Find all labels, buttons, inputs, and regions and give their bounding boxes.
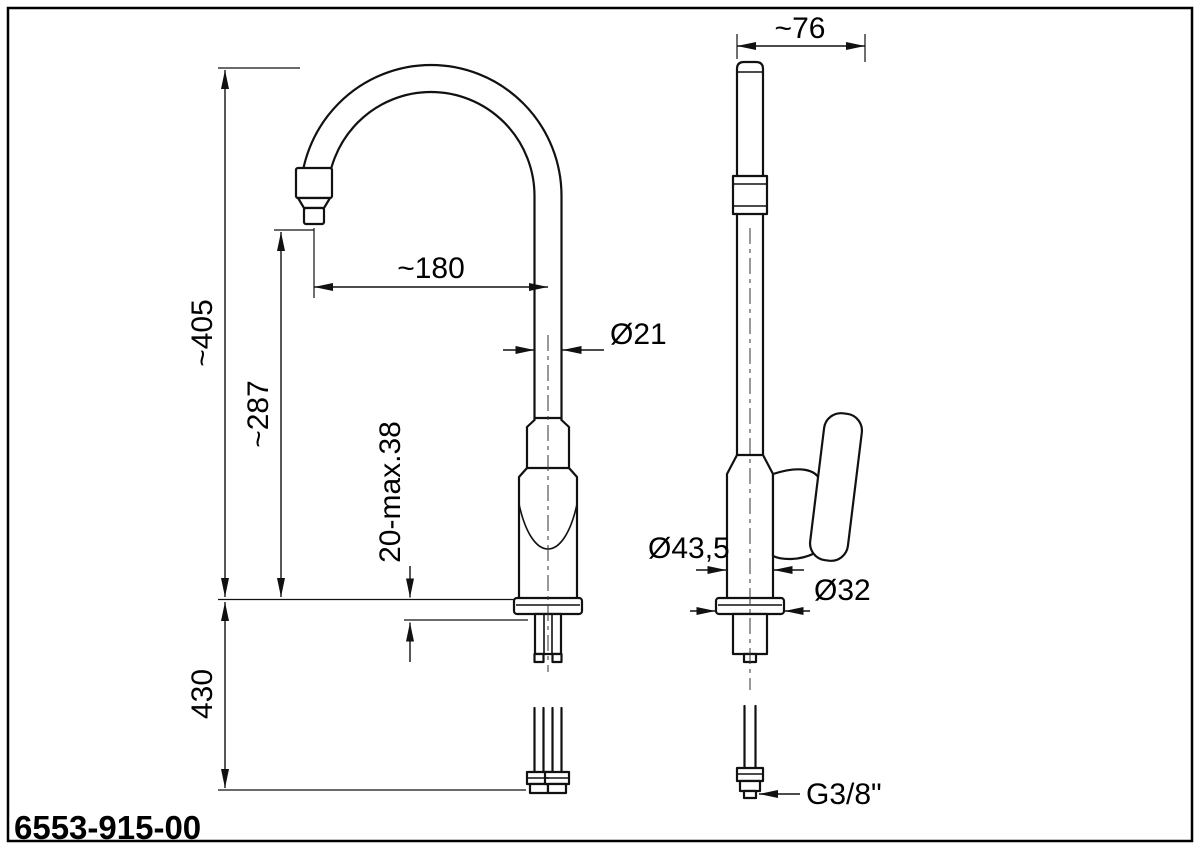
dim-body-diameter: Ø43,5 xyxy=(648,532,804,574)
dim-tube-dia-label: Ø21 xyxy=(610,318,667,351)
side-fitting-mid xyxy=(738,779,762,793)
front-view xyxy=(294,63,584,795)
side-aerator-outline xyxy=(731,174,769,216)
front-hose-fittings xyxy=(525,770,571,795)
dim-spout-height: ~287 xyxy=(242,229,314,597)
dim-spout-height-label: ~287 xyxy=(242,380,275,448)
dim-hose-thread: G3/8" xyxy=(759,778,882,811)
front-aerator xyxy=(294,166,334,226)
front-aerator-taper xyxy=(296,196,332,210)
front-supply-hoses xyxy=(533,706,563,774)
front-shank-stub-right xyxy=(551,652,563,664)
side-supply-hose xyxy=(743,704,757,770)
side-fitting-tip xyxy=(742,789,758,800)
side-handle-lever xyxy=(808,412,864,562)
front-fitting-left-end xyxy=(528,782,550,795)
side-aerator-band xyxy=(731,174,769,216)
dim-below-deck-length: 430 xyxy=(186,602,526,791)
front-fitting-right-end xyxy=(546,782,568,795)
drawing-border xyxy=(6,6,1194,843)
side-view xyxy=(714,60,864,800)
front-aerator-tip xyxy=(302,206,326,226)
dim-deck-thickness: 20-max.38 xyxy=(374,421,414,662)
dim-overall-height: ~405 xyxy=(186,67,300,597)
side-tube-lower xyxy=(735,212,765,457)
dim-top-width: ~76 xyxy=(736,12,866,62)
dim-flange-dia-label: Ø32 xyxy=(814,574,871,607)
part-number: 6553-915-00 xyxy=(14,809,201,846)
dim-hose-thread-label: G3/8" xyxy=(806,778,882,811)
dim-spout-reach-label: ~180 xyxy=(397,252,465,285)
front-shank-stub-left xyxy=(533,652,545,664)
front-spout-outline xyxy=(299,63,563,422)
dim-body-dia-label: Ø43,5 xyxy=(648,532,730,565)
dim-flange-diameter: Ø32 xyxy=(690,574,871,615)
dim-below-deck-label: 430 xyxy=(186,669,219,719)
dim-top-width-label: ~76 xyxy=(775,12,826,45)
dim-tube-diameter: Ø21 xyxy=(503,318,667,354)
dim-deck-thickness-label: 20-max.38 xyxy=(374,421,407,563)
front-aerator-collar xyxy=(294,166,334,200)
dim-spout-reach: ~180 xyxy=(313,228,548,298)
side-tube-top xyxy=(735,60,765,178)
side-hose-fitting xyxy=(735,766,765,800)
dim-overall-height-label: ~405 xyxy=(186,299,219,367)
counter-reference-lines xyxy=(218,598,528,621)
front-main-body xyxy=(517,466,579,600)
front-shank-hose-lines xyxy=(543,614,553,654)
